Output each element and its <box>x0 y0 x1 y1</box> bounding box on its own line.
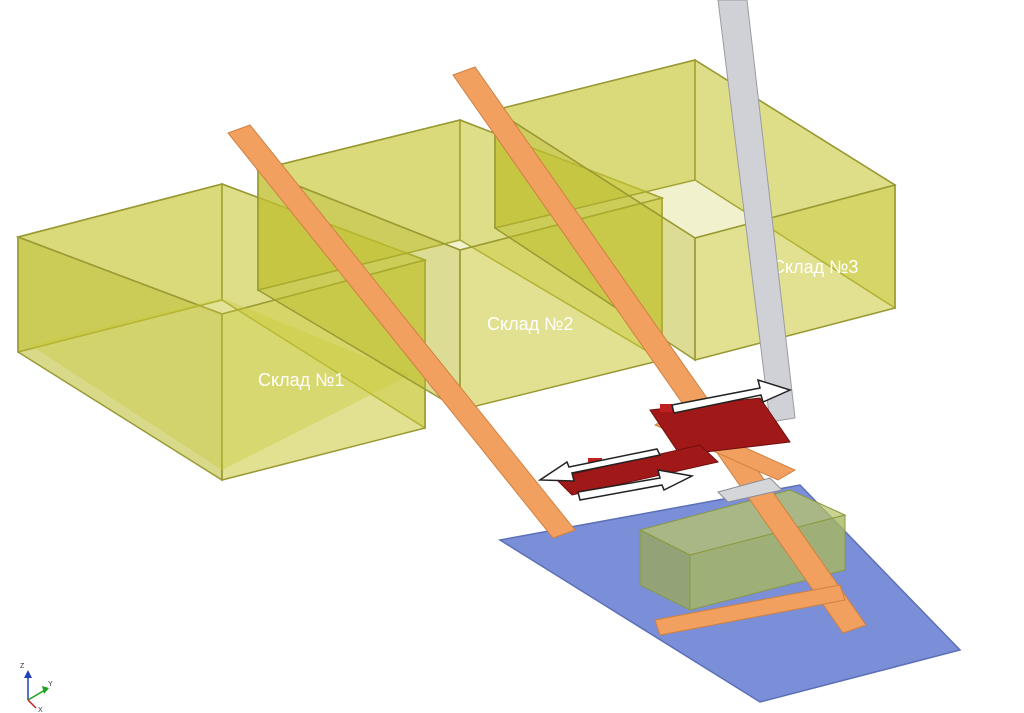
warehouse-1-label: Склад №1 <box>258 370 344 390</box>
rail-1 <box>227 124 576 539</box>
cargo-box <box>638 489 847 611</box>
arrow-lower-right <box>577 469 695 501</box>
cross-rail-lower <box>654 584 846 636</box>
axis-y-label: Y <box>48 681 53 688</box>
arrow-lower-left <box>537 448 662 482</box>
gripper <box>717 477 783 503</box>
axis-triad: Z Y X <box>20 663 53 713</box>
axis-z-label: Z <box>20 663 25 670</box>
warehouse-2-label: Склад №2 <box>487 314 573 334</box>
manipulator-arm <box>717 0 796 423</box>
warehouse-3-label: Склад №3 <box>772 257 858 277</box>
axis-x-label: X <box>38 707 43 713</box>
arrow-upper-right <box>671 378 793 414</box>
